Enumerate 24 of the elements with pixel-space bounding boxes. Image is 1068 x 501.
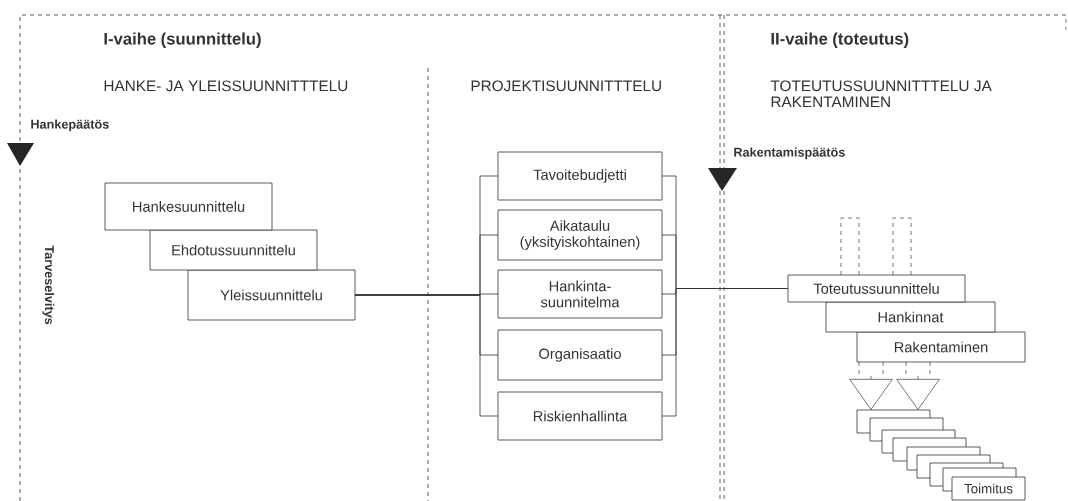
process-box: Toteutussuunnittelu: [787, 274, 966, 303]
milestone-label: Hankepäätös: [31, 119, 109, 132]
delivery-box: Toimitus: [951, 476, 1026, 501]
rotated-label: Tarveselvitys: [42, 245, 55, 325]
process-box: Tavoitebudjetti: [497, 151, 663, 201]
process-box: Rakentaminen: [856, 331, 1026, 363]
block-arrow: [849, 361, 893, 410]
section-heading: TOTEUTUSSUUNNITTTELU JA RAKENTAMINEN: [770, 80, 992, 108]
section-heading: PROJEKTISUUNNITTTELU: [471, 80, 661, 92]
process-box: Hankesuunnittelu: [104, 182, 273, 231]
process-box: Yleissuunnittelu: [187, 269, 356, 321]
phase-title: I-vaihe (suunnittelu): [104, 32, 261, 48]
connector-line: [354, 294, 499, 417]
section-heading: HANKE- JA YLEISSUUNNITTTELU: [104, 80, 348, 92]
milestone-label: Rakentamispäätös: [734, 147, 845, 160]
process-box: Hankinta-suunnitelma: [497, 269, 663, 319]
connector-line: [661, 288, 789, 417]
process-box: Riskienhallinta: [497, 391, 663, 441]
phase-title: II-vaihe (toteutus): [771, 32, 909, 48]
block-arrow: [896, 361, 940, 410]
process-box: Hankinnat: [825, 301, 996, 333]
process-box: Ehdotussuunnittelu: [149, 229, 318, 271]
process-box: Organisaatio: [497, 329, 663, 381]
process-box: Aikataulu (yksityiskohtainen): [497, 209, 663, 261]
